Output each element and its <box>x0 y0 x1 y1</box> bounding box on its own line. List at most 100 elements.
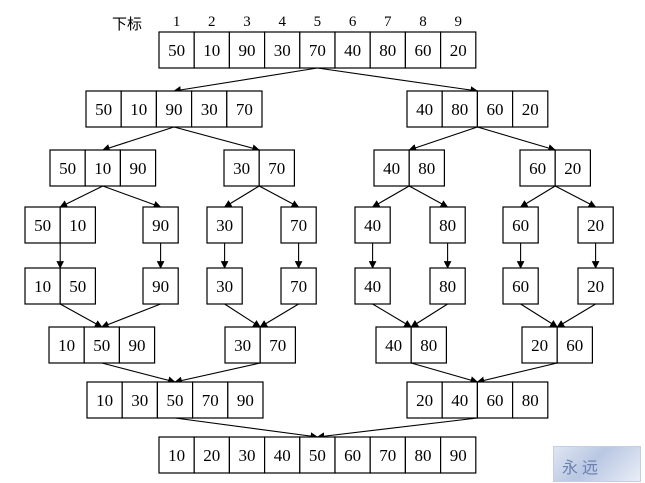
cell-value: 80 <box>418 159 435 178</box>
array-cell <box>228 436 266 474</box>
array-l3-7: 20 <box>577 206 614 244</box>
array-cell <box>410 326 448 364</box>
array-l2-0: 50 10 90 <box>49 149 157 187</box>
arrow <box>316 417 478 441</box>
array-cell <box>440 31 477 69</box>
array-cell <box>440 436 477 474</box>
arrow <box>102 126 175 152</box>
array-cell <box>228 31 266 69</box>
array-cell <box>206 267 243 305</box>
cell-value: 10 <box>34 277 51 296</box>
array-cell <box>406 90 443 128</box>
cell-value: 40 <box>385 336 402 355</box>
arrow <box>59 303 103 328</box>
cell-value: 90 <box>130 159 147 178</box>
cell-value: 50 <box>69 277 86 296</box>
cell-value: 90 <box>450 446 467 465</box>
cell-value: 10 <box>58 336 75 355</box>
array-cell <box>206 206 243 244</box>
arrow <box>101 303 161 329</box>
cell-value: 60 <box>512 277 529 296</box>
array-cell <box>158 436 195 474</box>
array-cell <box>476 381 514 419</box>
array-cell <box>118 326 156 364</box>
array-cell <box>521 326 558 364</box>
cell-value: 50 <box>59 159 76 178</box>
arrow <box>477 126 556 152</box>
cell-value: 90 <box>129 336 146 355</box>
cell-value: 10 <box>94 159 111 178</box>
array-l4-1: 90 <box>142 267 179 305</box>
cell-value: 90 <box>237 391 254 410</box>
cell-value: 70 <box>290 216 307 235</box>
cell-value: 80 <box>439 216 456 235</box>
array-cell <box>158 31 195 69</box>
cell-value: 80 <box>420 336 437 355</box>
array-l3-2: 30 <box>206 206 243 244</box>
array-cell <box>264 31 301 69</box>
array-cell <box>259 326 297 364</box>
cell-value: 30 <box>216 277 233 296</box>
cell-value: 30 <box>234 336 251 355</box>
index-label: 7 <box>384 14 392 30</box>
cell-value: 50 <box>168 41 185 60</box>
array-l5-2: 40 80 <box>375 326 448 364</box>
cell-value: 70 <box>202 391 219 410</box>
cell-value: 30 <box>274 41 291 60</box>
arrows <box>56 67 600 441</box>
array-cell <box>404 31 442 69</box>
array-cell <box>119 149 157 187</box>
cell-value: 60 <box>344 446 361 465</box>
array-cell <box>59 267 97 305</box>
watermark-logo: 永远 <box>553 446 641 482</box>
cell-value: 60 <box>566 336 583 355</box>
array-cell <box>334 436 371 474</box>
arrow <box>174 417 319 440</box>
index-caption: 下标 <box>112 16 142 33</box>
cell-value: 70 <box>269 336 286 355</box>
cell-value: 70 <box>290 277 307 296</box>
cell-value: 60 <box>529 159 546 178</box>
cell-value: 20 <box>416 391 433 410</box>
array-cell <box>49 149 86 187</box>
array-cell <box>280 267 317 305</box>
cell-value: 20 <box>587 277 604 296</box>
cell-value: 30 <box>201 100 218 119</box>
cell-value: 90 <box>239 41 256 60</box>
array-cell <box>429 206 466 244</box>
array-cell <box>59 206 97 244</box>
cell-value: 50 <box>167 391 184 410</box>
cell-value: 50 <box>95 100 112 119</box>
arrow <box>520 303 558 328</box>
cell-value: 70 <box>236 100 253 119</box>
arrow <box>173 67 318 94</box>
arrow <box>173 126 260 152</box>
array-cell <box>511 90 549 128</box>
cell-value: 70 <box>379 446 396 465</box>
cell-value: 80 <box>379 41 396 60</box>
array-cell <box>280 206 317 244</box>
array-l4-4: 40 <box>354 267 391 305</box>
cell-value: 40 <box>364 216 381 235</box>
array-cell <box>223 149 260 187</box>
array-l4-3: 70 <box>280 267 317 305</box>
index-label: 5 <box>314 14 322 30</box>
cell-value: 60 <box>487 391 504 410</box>
array-cell <box>511 381 549 419</box>
array-cell <box>142 267 179 305</box>
cell-value: 20 <box>522 100 539 119</box>
array-cell <box>155 90 193 128</box>
arrow <box>317 67 479 94</box>
cell-value: 40 <box>364 277 381 296</box>
arrow <box>410 303 448 328</box>
array-cell <box>156 381 194 419</box>
array-cell <box>227 381 264 419</box>
array-l4-6: 60 <box>502 267 539 305</box>
cell-value: 20 <box>587 216 604 235</box>
